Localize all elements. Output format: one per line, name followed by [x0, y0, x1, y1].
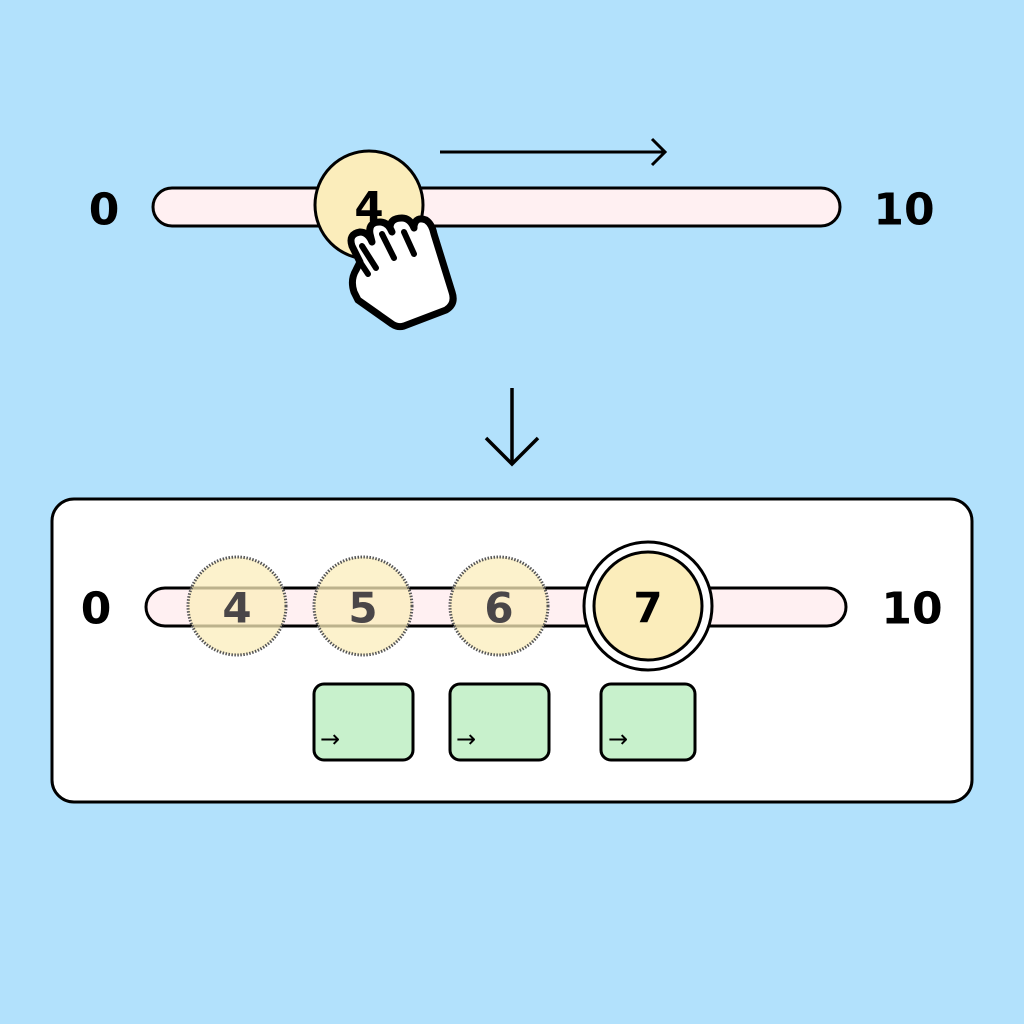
right-arrow-icon: → — [608, 725, 628, 753]
ghost-value: 6 — [484, 584, 513, 633]
top-slider-track[interactable] — [151, 186, 842, 228]
right-arrow-icon: → — [320, 725, 340, 753]
pointer-hand-icon — [347, 214, 457, 331]
right-arrow-key[interactable]: → — [312, 682, 415, 762]
top-max-label: 10 — [873, 185, 934, 236]
ghost-thumb: 5 — [312, 555, 414, 657]
ghost-value: 5 — [348, 584, 377, 633]
result-panel: 0 10 4 5 6 7 → → → — [50, 497, 974, 804]
drag-right-arrow-icon — [440, 137, 668, 167]
right-arrow-key[interactable]: → — [448, 682, 551, 762]
panel-min-label: 0 — [81, 584, 112, 635]
ghost-thumb: 4 — [186, 555, 288, 657]
right-arrow-key[interactable]: → — [599, 682, 697, 762]
ghost-value: 4 — [222, 584, 251, 633]
top-min-label: 0 — [89, 185, 120, 236]
ghost-thumb: 6 — [448, 555, 550, 657]
down-arrow-icon — [484, 388, 540, 467]
final-thumb[interactable]: 7 — [582, 540, 714, 672]
right-arrow-icon: → — [456, 725, 476, 753]
final-value: 7 — [633, 584, 662, 633]
panel-max-label: 10 — [881, 584, 942, 635]
top-slider[interactable]: 0 10 4 — [89, 137, 935, 331]
